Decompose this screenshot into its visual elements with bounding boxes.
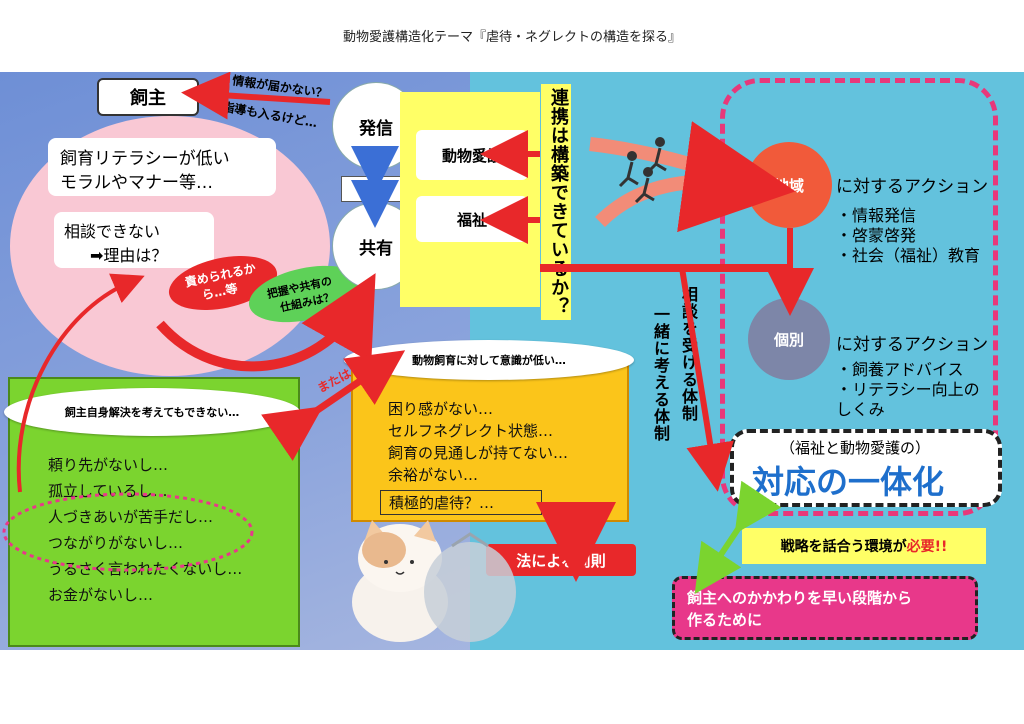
together-system-text: 一緒に考える体制 (651, 306, 670, 442)
strategy-emphasis: 必要!! (906, 539, 948, 555)
area-item-3: ・社会（福祉）教育 (836, 246, 981, 265)
region-dashed-frame (720, 78, 998, 516)
green-line-6: お金がないし… (48, 586, 154, 604)
document-title: 動物愛護構造化テーマ『虐待・ネグレクトの構造を探る』 (342, 30, 681, 45)
literacy-box: 飼育リテラシーが低い モラルやマナー等… (48, 138, 276, 196)
area-action-text: に対するアクション (836, 177, 989, 197)
green-to-orange-arrow (261, 350, 406, 461)
individual-item-1: ・飼養アドバイス (836, 360, 964, 379)
strategy-box: 戦略を話合う環境が必要!! (742, 528, 986, 564)
info-to-owner-arrow (181, 72, 331, 120)
runners-illustration (618, 137, 667, 204)
green-line-1: 頼り先がないし… (48, 456, 169, 474)
green-line-4: つながりがないし… (48, 534, 184, 552)
consult-line2: ➡理由は？ (90, 246, 168, 265)
cooperation-strip (541, 84, 571, 320)
pink-road-lower (595, 121, 796, 233)
individual-item-3: しくみ (836, 400, 885, 419)
orange-line-2: セルフネグレクト状態… (388, 422, 554, 440)
green-line-5: うるさく言われたくないし… (48, 560, 243, 578)
morals-line: モラルやマナー等… (60, 173, 213, 193)
green-to-owner-arrow (16, 273, 145, 493)
trash-bag-illustration (424, 532, 516, 642)
integration-sub: （福祉と動物愛護の） (780, 439, 931, 457)
early-line2: 作るために (687, 611, 763, 629)
orange-line-4: 余裕がない… (388, 466, 479, 484)
area-item-2: ・啓蒙啓発 (836, 226, 917, 245)
integration-main: 対応の一体化 (752, 463, 945, 501)
pink-road-upper (589, 137, 743, 187)
area-item-1: ・情報発信 (836, 206, 917, 225)
arrow-layer (2, 72, 814, 642)
self-solve-header: 飼主自身解決を考えてもできない… (4, 388, 300, 436)
share-circle-arrow (156, 273, 376, 372)
strategy-link-arrow (694, 480, 782, 594)
strategy-text: 戦略を話合う環境が (780, 539, 907, 555)
literacy-line: 飼育リテラシーが低い (60, 149, 230, 169)
orange-line-1: 困り感がない… (388, 400, 494, 418)
individual-action-text: に対するアクション (836, 335, 989, 355)
consult-line1: 相談できない (64, 222, 161, 241)
cat-illustration (352, 520, 448, 642)
individual-item-2: ・リテラシー向上の (836, 380, 980, 399)
orange-line-3: 飼育の見通しが持てない… (388, 444, 569, 462)
cooperation-text: 連携は構築できているか？ (548, 88, 569, 316)
green-line-3: 人づきあいが苦手だし… (48, 508, 214, 526)
consult-arrow (679, 267, 734, 492)
consult-box: 相談できない ➡理由は？ (54, 212, 214, 268)
diagram-panel: 飼主 飼育リテラシーが低い モラルやマナー等… 相談できない ➡理由は？ 責めら… (0, 72, 1024, 650)
highlight-dotted-ellipse (2, 492, 254, 572)
